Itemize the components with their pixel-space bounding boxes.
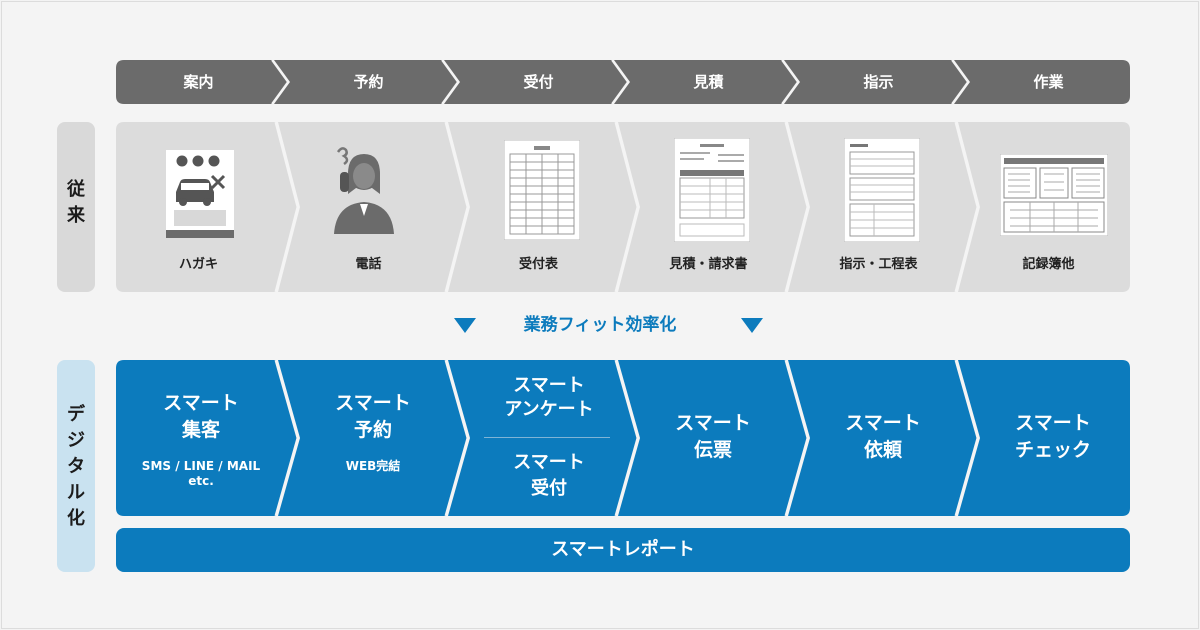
step-label-6: 作業 [966,60,1131,104]
invoice-document-icon [674,138,750,242]
traditional-item-label-2: 電話 [286,255,451,275]
step-label-4: 見積 [626,60,791,104]
digital-item-4-title-line-2: 伝票 [628,437,798,464]
digital-item-4-title: スマート 伝票 [628,410,798,464]
traditional-side-label: 従 来 [57,122,95,292]
process-steps-row: 案内 予約 受付 見積 指示 作業 [116,60,1130,104]
traditional-item-label-5: 指示・工程表 [796,255,961,275]
traditional-label-char-1: 従 [57,177,95,203]
digital-item-1-sub-line-2: etc. [116,474,286,489]
digital-label-char-3: タ [57,454,95,480]
digital-item-1-title-line-1: スマート [116,390,286,417]
down-triangle-icon-right [741,318,763,333]
digital-item-3-title: スマート アンケート [464,374,634,422]
digital-item-3-title2-line-1: スマート [464,450,634,476]
efficiency-label: 業務フィット効率化 [524,315,677,335]
digital-item-3-title2: スマート 受付 [464,450,634,502]
traditional-item-label-6: 記録簿他 [966,255,1131,275]
digital-label: デ ジ タ ル 化 [57,402,95,532]
traditional-label-char-2: 来 [57,203,95,229]
digital-label-char-2: ジ [57,428,95,454]
digital-item-5-title-line-2: 依頼 [798,437,968,464]
digital-side-label: デ ジ タ ル 化 [57,360,95,572]
digital-item-3-title2-line-2: 受付 [464,476,634,502]
digital-item-3-separator [484,437,610,438]
digital-item-3-title-line-1: スマート [464,374,634,398]
traditional-item-label-4: 見積・請求書 [626,255,791,275]
step-label-2: 予約 [286,60,451,104]
phone-operator-icon [326,144,398,234]
digital-item-6-title-line-1: スマート [968,410,1138,437]
traditional-row: ハガキ 電話 受付表 見積・請求書 指示・工程表 記録簿他 [116,122,1130,292]
digital-row: スマート 集客 SMS / LINE / MAIL etc. スマート 予約 W… [116,360,1130,516]
smart-report-bar: スマートレポート [116,528,1130,572]
digital-item-2-title-line-2: 予約 [288,417,458,444]
digital-label-char-4: ル [57,480,95,506]
traditional-label: 従 来 [57,177,95,229]
digital-item-2-title-line-1: スマート [288,390,458,417]
digital-label-char-1: デ [57,402,95,428]
digital-item-3-title-line-2: アンケート [464,398,634,422]
digital-item-1-title: スマート 集客 [116,390,286,444]
traditional-item-label-3: 受付表 [456,255,621,275]
digital-item-2-title: スマート 予約 [288,390,458,444]
digital-item-1-sub-line-1: SMS / LINE / MAIL [116,459,286,474]
traditional-item-label-1: ハガキ [116,255,281,275]
digital-item-4-title-line-1: スマート [628,410,798,437]
step-label-5: 指示 [796,60,961,104]
digital-item-1-title-line-2: 集客 [116,417,286,444]
record-book-icon [1000,154,1108,236]
step-label-1: 案内 [116,60,281,104]
efficiency-divider: 業務フィット効率化 [0,310,1200,340]
reception-form-icon [504,140,580,240]
postcard-icon [166,150,234,238]
digital-item-5-title-line-1: スマート [798,410,968,437]
step-label-3: 受付 [456,60,621,104]
work-instruction-sheet-icon [844,138,920,242]
digital-label-char-5: 化 [57,506,95,532]
digital-item-2-sub-line-1: WEB完結 [288,459,458,474]
digital-item-6-title: スマート チェック [968,410,1138,464]
digital-item-1-sub: SMS / LINE / MAIL etc. [116,459,286,489]
digital-item-2-sub: WEB完結 [288,459,458,474]
digital-item-5-title: スマート 依頼 [798,410,968,464]
digital-item-6-title-line-2: チェック [968,437,1138,464]
